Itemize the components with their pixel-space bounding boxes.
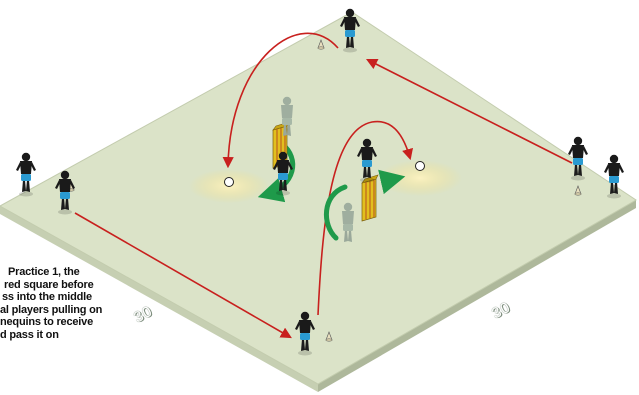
caption-line-2: red square before	[4, 278, 94, 291]
turn-arrow-right-head	[378, 169, 406, 195]
diagram-caption: Practice 1, the red square before ss int…	[0, 266, 150, 341]
caption-line-5: nequins to receive	[0, 316, 93, 328]
turn-arrow-right	[323, 184, 348, 241]
arrow-left-to-bottom	[74, 212, 292, 339]
pitch-surface	[0, 11, 637, 385]
caption-line-4: al players pulling on	[0, 303, 103, 316]
caption-line-3: ss into the middle	[2, 291, 92, 303]
caption-line-6: d pass it on	[0, 328, 59, 341]
caption-line-1: Practice 1, the	[8, 266, 80, 278]
pitch-side-left	[0, 206, 318, 392]
pitch-side-right	[318, 200, 636, 392]
ball-left	[224, 177, 234, 187]
arrow-top-to-left-ball	[222, 32, 339, 169]
arrow-right-to-top	[366, 58, 573, 164]
ball-right	[415, 161, 425, 171]
arrow-bottom-to-right-ball	[317, 120, 413, 316]
